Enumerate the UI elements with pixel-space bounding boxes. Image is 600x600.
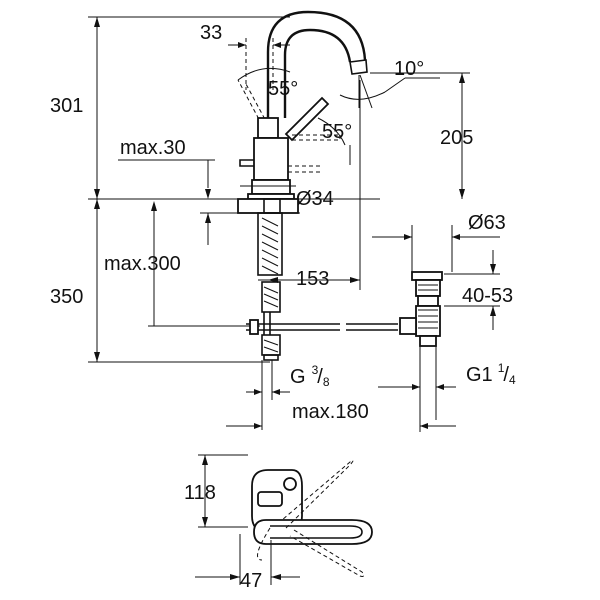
plan-width-label: 47 (240, 570, 262, 592)
shank-and-hoses (257, 212, 283, 361)
spout-angle-dimension (339, 74, 440, 109)
spout (266, 10, 368, 118)
pipe-max-label: max.300 (104, 253, 181, 275)
waste-thread-dimension (378, 346, 456, 420)
counter-deck (237, 198, 299, 214)
inlet-thread-dimension (246, 360, 290, 430)
spout-height-label: 205 (440, 127, 473, 149)
rod-max-label: max.180 (292, 401, 369, 423)
plan-width-dimension (195, 534, 300, 585)
total-height-label: 301 (50, 95, 83, 117)
height-dimension-lines (88, 16, 380, 363)
waste-diameter-label: Ø63 (468, 212, 506, 234)
waste-range-dimension (444, 250, 500, 330)
waste-diameter-dimension (372, 225, 500, 272)
plan-depth-dimension (198, 454, 248, 528)
spout-reach-dimension (258, 80, 361, 290)
side-elevation: 301 350 33 10° (50, 10, 516, 432)
deck-thickness-label: max.30 (120, 137, 186, 159)
popup-rod (246, 319, 398, 335)
rod-max-dimension (226, 340, 456, 432)
plan-spout (253, 460, 373, 577)
plan-view: 118 47 (184, 454, 373, 592)
lever-offset-label: 33 (200, 22, 222, 44)
lever-angle-lower-label: 55° (322, 121, 352, 143)
below-height-label: 350 (50, 286, 83, 308)
spout-angle-label: 10° (394, 58, 424, 80)
plan-depth-label: 118 (184, 482, 216, 504)
body-diameter-label: Ø34 (296, 188, 334, 210)
pipe-max-dimension (148, 201, 260, 327)
spout-height-dimension (370, 72, 470, 199)
lever (237, 67, 346, 146)
waste-range-label: 40-53 (462, 285, 513, 307)
waste-fitting (399, 271, 443, 347)
plan-body (251, 469, 303, 533)
lever-offset-dimension (228, 38, 290, 90)
lever-angle-upper-label: 55° (268, 78, 298, 100)
spout-reach-label: 153 (296, 268, 329, 290)
